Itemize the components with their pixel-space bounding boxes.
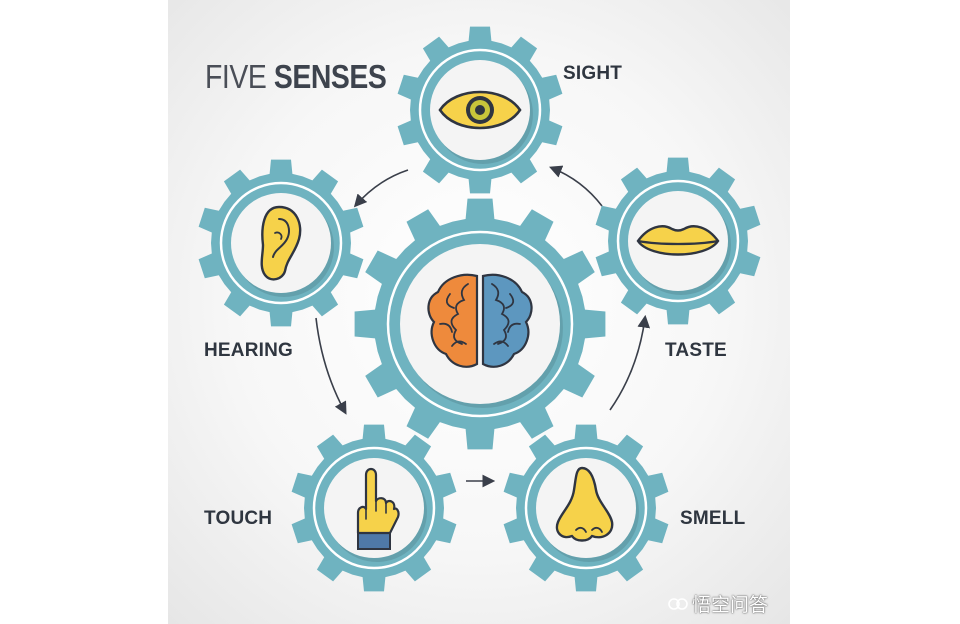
label-touch: TOUCH xyxy=(204,508,273,529)
title-bold: SENSES xyxy=(273,58,387,95)
brain-icon xyxy=(427,273,533,368)
gear-taste-ring xyxy=(616,179,740,303)
arrow-hearing-to-touch xyxy=(315,317,347,415)
wukong-logo-icon xyxy=(668,595,688,617)
label-taste: TASTE xyxy=(665,340,727,361)
eye-icon xyxy=(438,90,522,130)
gear-smell-ring xyxy=(524,446,648,570)
arrow-sight-to-hearing xyxy=(353,169,409,208)
lips-icon xyxy=(636,225,720,256)
page-title: FIVE SENSES xyxy=(205,58,387,96)
label-hearing: HEARING xyxy=(204,340,294,361)
arrow-smell-to-taste xyxy=(609,314,651,411)
label-smell: SMELL xyxy=(680,508,746,529)
nose-icon xyxy=(555,466,614,542)
gear-center-face xyxy=(400,244,560,404)
arrow-taste-to-sight xyxy=(549,165,603,207)
watermark-text: 悟空问答 xyxy=(692,595,769,616)
hand-icon xyxy=(356,467,400,550)
gear-center-ring xyxy=(386,230,574,418)
ear-icon xyxy=(260,205,302,281)
title-light: FIVE xyxy=(205,58,267,95)
watermark: 悟空问答 xyxy=(668,590,768,617)
gear-sight-ring xyxy=(418,48,542,172)
label-sight: SIGHT xyxy=(563,63,623,84)
gear-center xyxy=(354,198,606,450)
gear-touch-ring xyxy=(312,446,436,570)
gear-hearing-ring xyxy=(219,181,343,305)
